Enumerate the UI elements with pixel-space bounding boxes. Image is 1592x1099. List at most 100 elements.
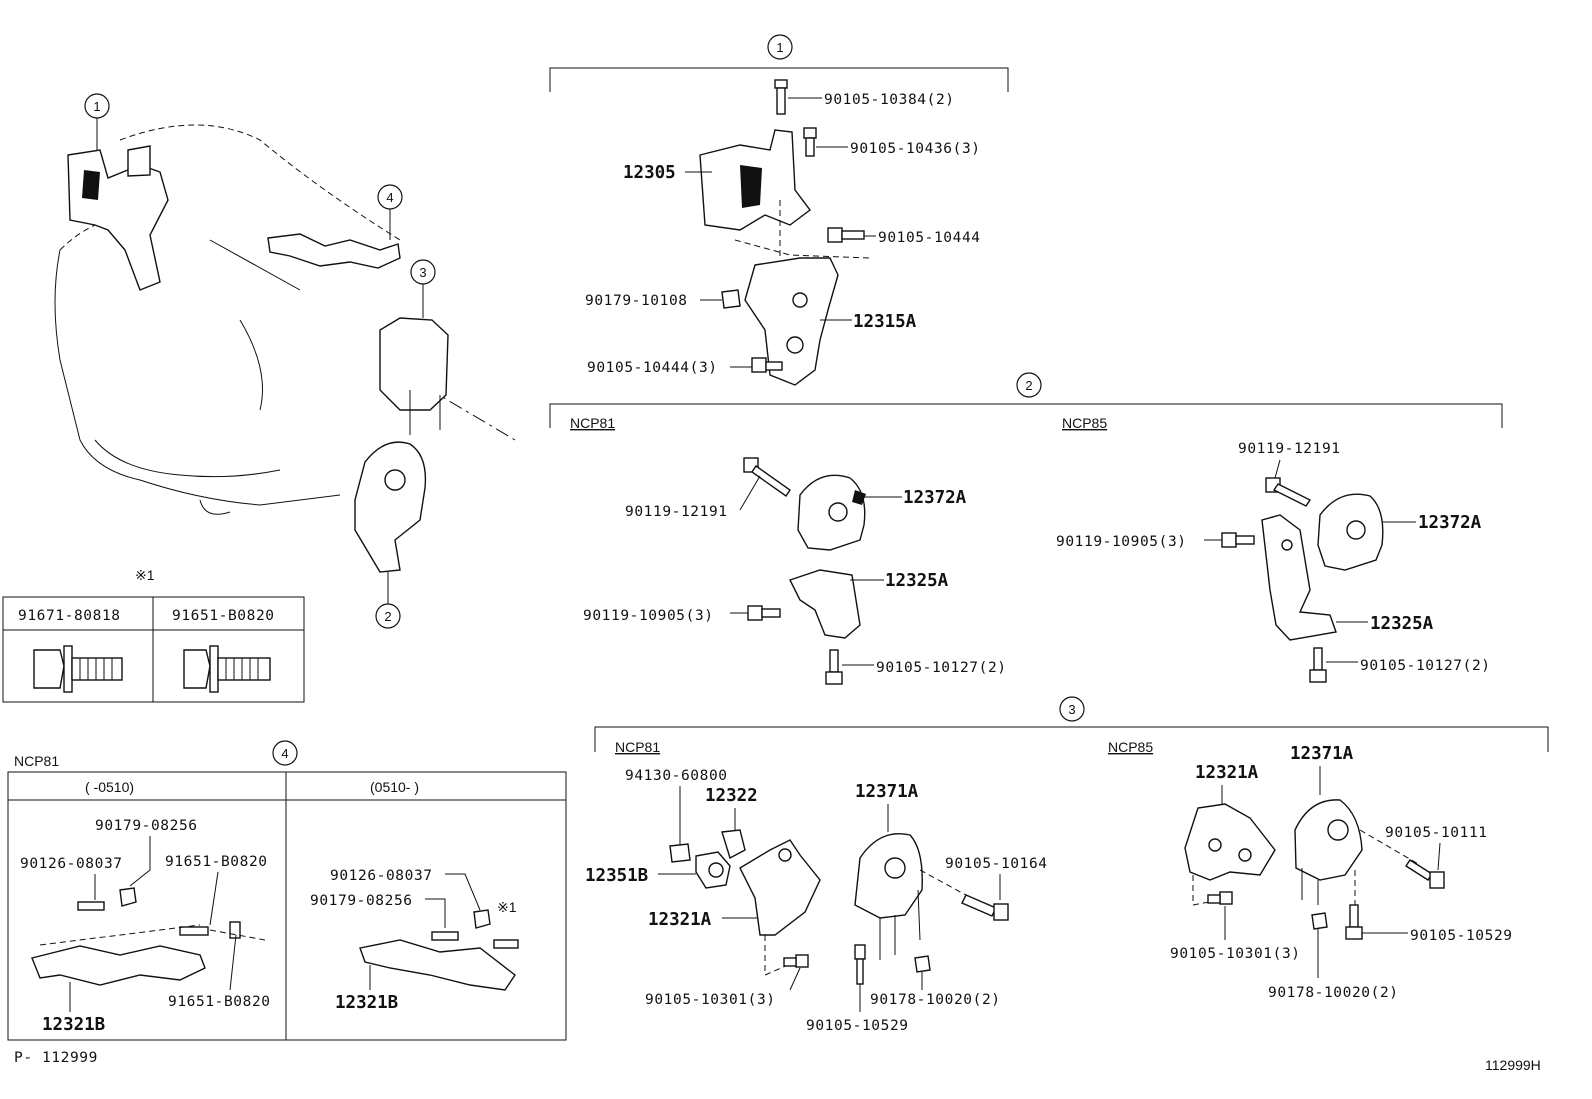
part-number-label: 91651-B0820 (165, 854, 268, 870)
bracket-12321b-left (31, 945, 206, 986)
part-number-label: 90119-12191 (625, 504, 728, 520)
part-number-label: 90119-12191 (1238, 441, 1341, 457)
group1-number: 1 (776, 40, 783, 55)
bolt-icon (774, 79, 788, 115)
group4-number: 4 (281, 746, 288, 761)
bracket-12325a-ncp85 (1261, 514, 1337, 641)
group2-variant-ncp85: NCP85 (1062, 415, 1107, 431)
part-number-label: 90105-10127(2) (1360, 658, 1491, 674)
fastener-table: ※1 91671-80818 91651-B0820 (2, 567, 305, 703)
bolt-icon (854, 944, 866, 985)
washer-bolt-icon (183, 645, 271, 693)
bolt-icon (1309, 647, 1327, 683)
group3-number: 3 (1068, 702, 1075, 717)
part-number-label: 90105-10111 (1385, 825, 1488, 841)
group3-variant-ncp85: NCP85 (1108, 739, 1153, 755)
part-number-label: 90105-10436(3) (850, 141, 981, 157)
part-number-label: 12321A (1195, 763, 1259, 783)
stud-icon (77, 901, 105, 911)
part-number-label: 90178-10020(2) (870, 992, 1001, 1008)
group4-note-mark: ※1 (497, 899, 517, 915)
group3-variant-ncp81: NCP81 (615, 739, 660, 755)
bolt-icon (1345, 904, 1363, 940)
part-number-label: 12321B (42, 1015, 105, 1035)
part-number-label: 12371A (855, 782, 919, 802)
insulator-12372a-ncp85 (1317, 493, 1384, 571)
bracket-12325a-ncp81 (789, 569, 861, 639)
insulator-12371a-ncp85 (1294, 799, 1363, 905)
part-number-label: 90105-10164 (945, 856, 1048, 872)
bolt-icon (751, 357, 783, 373)
part-number-label: 90179-08256 (95, 818, 198, 834)
part-number-label: 90119-10905(3) (1056, 534, 1187, 550)
bolt-icon (493, 939, 519, 949)
part-number-label: 12371A (1290, 744, 1354, 764)
part-number-label: 90179-08256 (310, 893, 413, 909)
part-number-label: 90105-10384(2) (824, 92, 955, 108)
part-number-label: 12372A (903, 488, 967, 508)
nut-icon (119, 887, 137, 907)
part-number-label: 12372A (1418, 513, 1482, 533)
nut-icon (473, 909, 491, 929)
group2-number: 2 (1025, 378, 1032, 393)
bolt-icon (747, 605, 781, 621)
table-col-2: 91651-B0820 (172, 608, 275, 624)
group1-panel: 1 90105-10384(2) 90105-10436(3) 12305 90… (549, 34, 1009, 386)
part-number-label: 90119-10905(3) (583, 608, 714, 624)
bolt-icon (1405, 859, 1445, 889)
bolt-icon (803, 127, 817, 157)
part-number-label: 12325A (1370, 614, 1434, 634)
table-col-1: 91671-80818 (18, 608, 121, 624)
engine-callout-2: 2 (375, 572, 401, 629)
part-number-label: 90105-10301(3) (645, 992, 776, 1008)
part-number-label: 90105-10529 (806, 1018, 909, 1034)
nut-icon (1311, 912, 1328, 930)
part-number-label: 90105-10127(2) (876, 660, 1007, 676)
part-number-label: 90126-08037 (20, 856, 123, 872)
insulator-12371a-ncp81 (854, 833, 923, 960)
table-note-mark: ※1 (135, 567, 155, 583)
part-number-label: 91651-B0820 (168, 994, 271, 1010)
part-number-label: 90105-10444(3) (587, 360, 718, 376)
part-number-label: 12322 (705, 786, 758, 806)
bolt-icon (961, 894, 1009, 921)
group4-panel: NCP81 4 ( -0510) (0510- ) 90179-08256 90… (7, 740, 567, 1041)
retainer-icon (669, 843, 691, 863)
bolt-icon (827, 227, 865, 243)
group3-panel: 3 NCP81 NCP85 94130-60800 12322 12351B 1… (585, 696, 1549, 1034)
bracket-12315a (744, 257, 839, 386)
part-number-label: 12315A (853, 312, 917, 332)
part-number-label: 90126-08037 (330, 868, 433, 884)
engine-overview (54, 124, 516, 573)
insulator-12372a-ncp81 (797, 474, 866, 551)
engine-callout-3: 3 (410, 259, 436, 318)
bolt-icon (1221, 532, 1255, 548)
part-number-label: 12351B (585, 866, 648, 886)
nut-icon (721, 289, 741, 309)
bracket-12321b-right (359, 939, 516, 991)
part-number-label: 1 (93, 99, 100, 114)
flange-bolt-icon (33, 645, 123, 693)
group2-variant-ncp81: NCP81 (570, 415, 615, 431)
bolt-icon (1207, 891, 1233, 905)
part-number-label: 12321A (648, 910, 712, 930)
part-number-label: 94130-60800 (625, 768, 728, 784)
part-number-label: 12325A (885, 571, 949, 591)
part-number-label: 90179-10108 (585, 293, 688, 309)
part-number-label: 90105-10301(3) (1170, 946, 1301, 962)
figure-id: 112999H (1485, 1057, 1541, 1073)
part-number-label: 90178-10020(2) (1268, 985, 1399, 1001)
part-number-label: 12321B (335, 993, 398, 1013)
date-range-after: (0510- ) (370, 779, 419, 795)
part-number-label: 3 (419, 265, 426, 280)
page-reference: P- 112999 (14, 1050, 98, 1066)
part-number-label: 2 (384, 609, 391, 624)
date-range-before: ( -0510) (85, 779, 134, 795)
stud-icon (431, 931, 459, 941)
engine-callout-1: 1 (84, 93, 110, 150)
bolt-icon (783, 954, 809, 968)
part-number-label: 12305 (623, 163, 676, 183)
bracket-12321a-ncp81 (739, 839, 821, 936)
bolt-icon (825, 649, 843, 685)
